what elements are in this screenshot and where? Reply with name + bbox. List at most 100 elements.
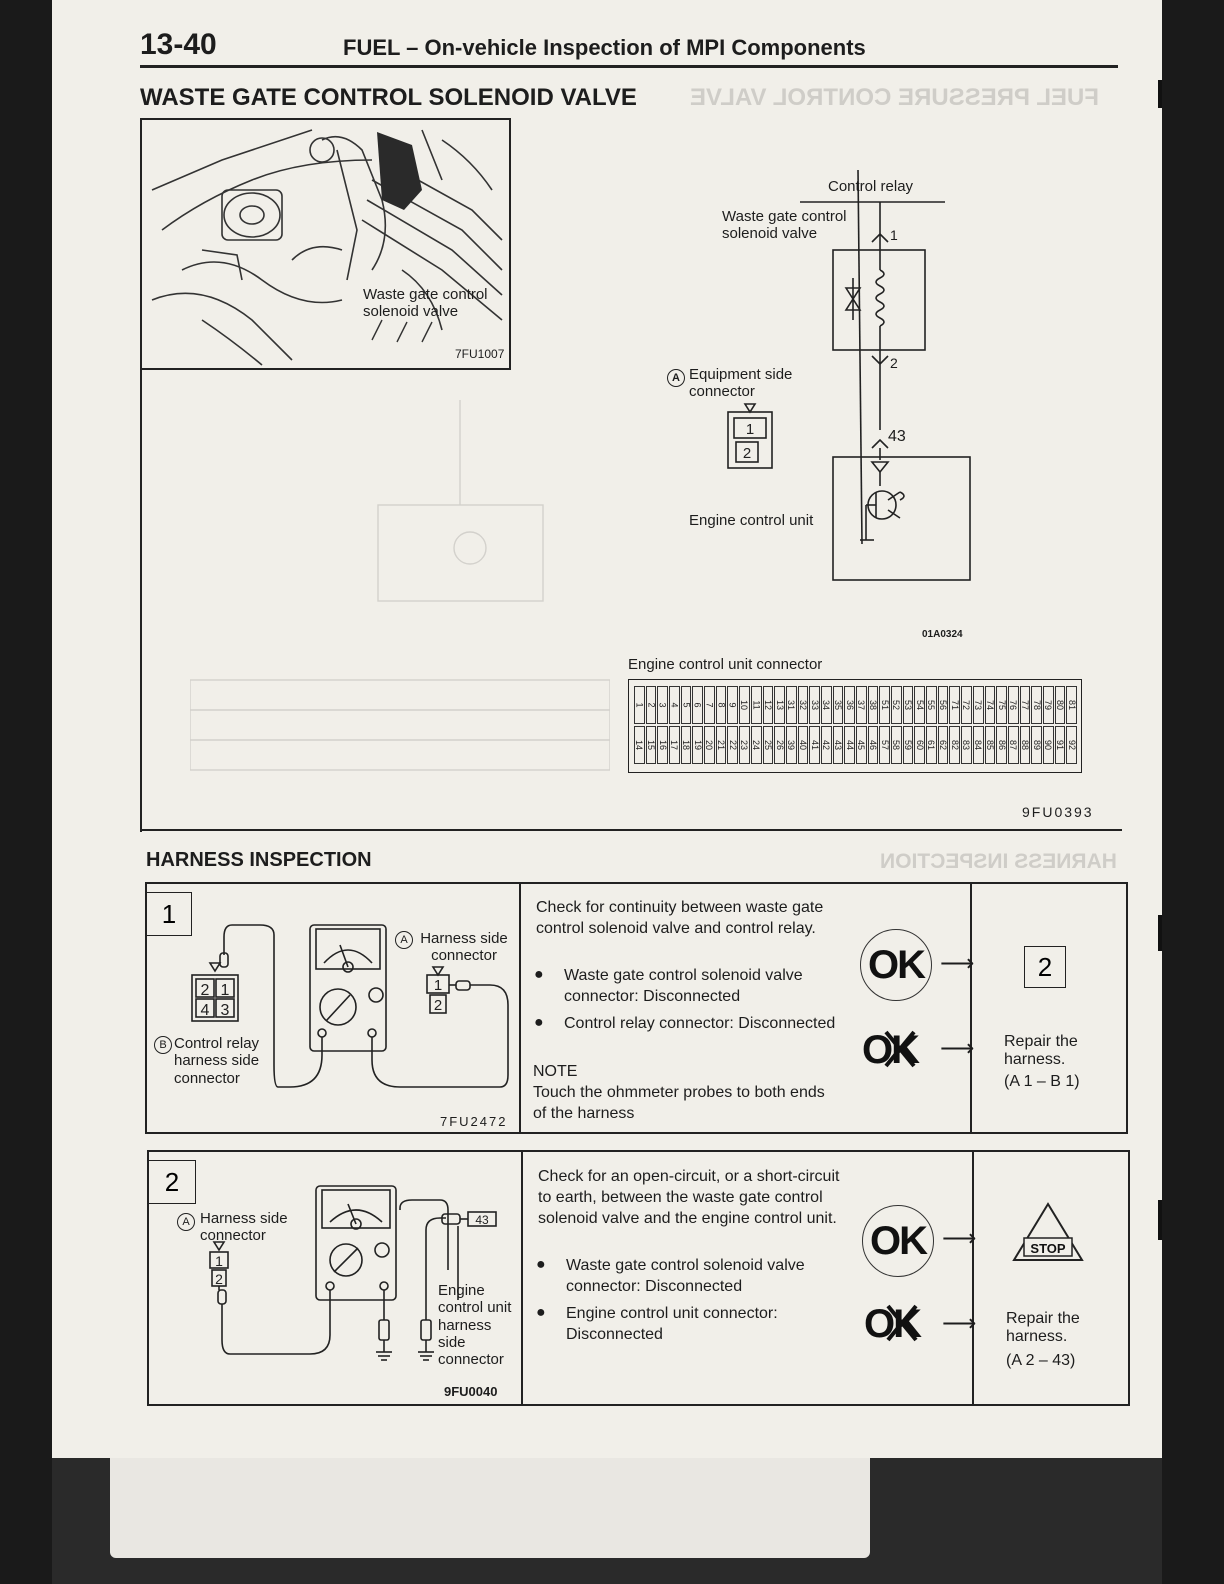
ecu-pin: 86 [996,726,1007,764]
step-1-ok-arrow: ⟶ [940,950,975,977]
step-1-note-title: NOTE [533,1063,578,1080]
ecu-pin: 39 [785,726,797,764]
ecu-pin: 56 [937,686,949,724]
ecu-pin: 35 [832,686,844,724]
ecu-pin: 11 [750,686,762,724]
step-2-ng-arrow: ⟶ [942,1310,977,1337]
ecu-pin: 32 [797,686,809,724]
ecu-pin: 3 [657,686,669,724]
ecu-pin: 76 [1007,686,1019,724]
ecu-pin: 5 [680,686,692,724]
svg-text:43: 43 [475,1213,489,1227]
step-1-ok-badge: OK [860,929,932,1001]
svg-text:1: 1 [221,982,230,999]
step-2-description: Check for an open-circuit, or a short-ci… [538,1168,840,1227]
ecu-pin: 53 [902,686,914,724]
svg-text:1: 1 [746,421,754,438]
step-2-divider-2 [972,1150,974,1406]
svg-text:1: 1 [434,977,442,994]
ecu-pin: 89 [1031,726,1042,764]
ecu-pin: 75 [996,686,1007,724]
binding-mark [1158,915,1162,951]
svg-text:1: 1 [215,1253,223,1269]
ecu-pin: 42 [820,726,832,764]
step-1-ohmmeter-diagram: 2 1 4 3 1 2 [191,924,509,1088]
ecu-pin: 79 [1042,686,1054,724]
ecu-pin: 31 [785,686,797,724]
step-1-divider-2 [970,882,972,1134]
step-2-bullet-2: Engine control unit connector: Disconnec… [566,1305,778,1343]
ecu-label: Engine control unit [689,512,814,529]
ecu-pin: 46 [867,726,879,764]
step-2-ok-badge: OK [862,1205,934,1277]
step-2-bullet-1-dot: ● [536,1256,546,1273]
ecu-pin: 82 [949,726,961,764]
ecu-pin: 77 [1019,686,1031,724]
page-number: 13-40 [140,28,217,61]
ecu-pin: 55 [926,686,937,724]
ecu-pin: 23 [739,726,750,764]
step-2-harness-letter: A [177,1212,195,1231]
svg-text:STOP: STOP [1030,1241,1065,1256]
ecu-pin: 7 [704,686,715,724]
step-1-number: 1 [146,892,192,936]
step-2-bullet-2-dot: ● [536,1304,546,1321]
step-1-note: Touch the ohmmeter probes to both ends o… [533,1084,825,1122]
step-1-bullet-1-dot: ● [534,966,544,983]
equipment-letter-badge: A [667,368,685,387]
control-relay-label: Control relay [828,178,914,195]
ecu-pin: 6 [692,686,704,724]
step-2-table [147,1150,1130,1406]
step-2-divider-1 [521,1150,523,1406]
ecu-connector-label: Engine control unit connector [628,656,823,673]
ecu-pin: 14 [634,726,645,764]
ecu-pin: 2 [645,686,657,724]
bleed-through-diagram [190,400,610,771]
ecu-pin: 61 [926,726,937,764]
ecu-pin: 9 [727,686,739,724]
ecu-pin: 92 [1066,726,1077,764]
ecu-pin: 81 [1066,686,1077,724]
step-1-ng-cross-icon [884,1030,916,1068]
ecu-pin: 10 [739,686,750,724]
ecu-pin: 15 [645,726,657,764]
step-1-relay-connector-label: Control relay harness side connector [174,1035,260,1087]
equipment-connector-icon: 1 2 [727,403,773,469]
ecu-pin: 24 [750,726,762,764]
ecu-pin: 25 [762,726,774,764]
svg-text:2: 2 [215,1271,223,1287]
ecu-pin: 62 [937,726,949,764]
svg-text:2: 2 [434,997,442,1014]
step-1-code: 7FU2472 [440,1114,508,1129]
ecu-pin: 91 [1054,726,1066,764]
step-1-harness-connector-label: Harness side connector [420,930,508,965]
ecu-pin: 16 [657,726,669,764]
step-2-ohmmeter-diagram: 43 1 2 [209,1185,497,1361]
ecu-pin: 71 [949,686,961,724]
circuit-diagram [800,170,971,581]
step-2-harness-connector-label: Harness side connector [200,1210,288,1245]
ecu-pin: 58 [891,726,902,764]
ecu-pin: 73 [972,686,984,724]
ecu-pin: 80 [1054,686,1066,724]
ecu-pin: 57 [879,726,891,764]
step-2-ng-ref: (A 2 – 43) [1006,1352,1076,1369]
step-1-bullet-2-dot: ● [534,1014,544,1031]
ecu-pin: 13 [774,686,785,724]
step-1-description: Check for continuity between waste gate … [536,899,824,937]
ecu-pin: 19 [692,726,704,764]
ecu-pin: 1 [634,686,645,724]
step-1-harness-letter: A [395,930,413,949]
step-1-ng-result: Repair the harness. [1004,1033,1078,1069]
manual-page [52,0,1162,1584]
ecu-pin: 43 [832,726,844,764]
ecu-pin: 12 [762,686,774,724]
ecu-pin: 41 [809,726,820,764]
step-1-ok-result: 2 [1024,946,1066,988]
diagram-frame-left [140,370,142,832]
binding-mark [1158,80,1162,108]
binding-mark [1158,1200,1162,1240]
ecu-pin: 51 [879,686,891,724]
harness-inspection-title: HARNESS INSPECTION [146,849,372,871]
